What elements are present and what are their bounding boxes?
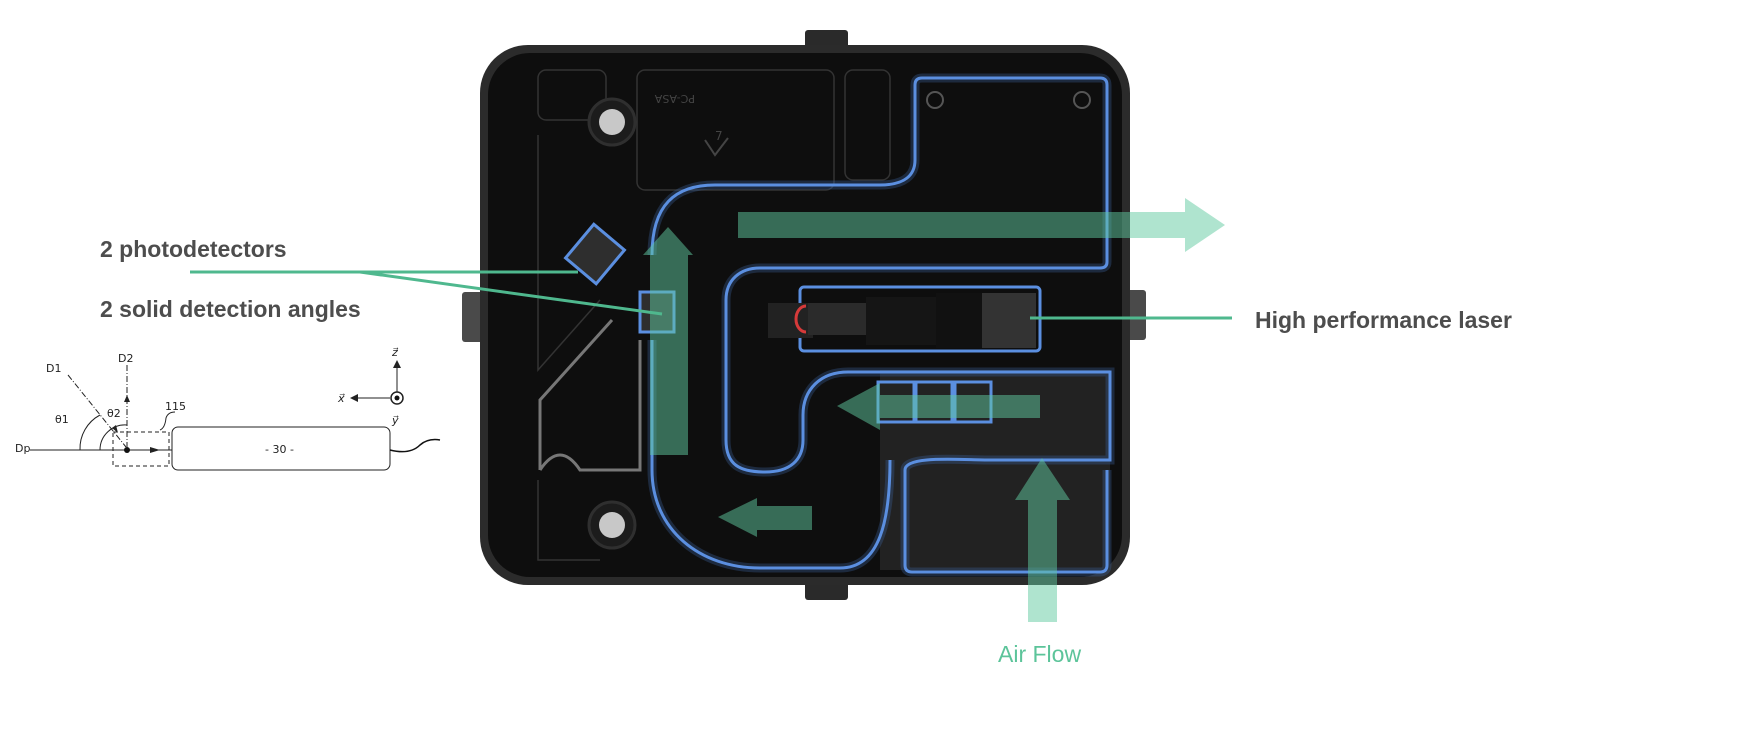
screw-hole [587, 500, 637, 550]
theta2-label: θ2 [107, 407, 121, 420]
arrow-left-icon [837, 383, 1040, 430]
dp-label: Dp [15, 442, 30, 455]
d1-label: D1 [46, 362, 61, 375]
arrow-left-icon [718, 498, 812, 537]
photodetectors-label: 2 photodetectors [100, 236, 287, 262]
screw-hole [587, 97, 637, 147]
recycle-code: 7 [715, 129, 723, 143]
arrow-right-icon [738, 198, 1225, 252]
theta1-label: θ1 [55, 413, 69, 426]
laser-label: High performance laser [1255, 307, 1512, 333]
detection-angles-label: 2 solid detection angles [100, 296, 361, 322]
detection-angle-schematic: D1 D2 θ1 θ2 115 Dp - 30 - z⃗ x⃗ y⃗ [15, 346, 441, 471]
leader-lines [190, 270, 1232, 320]
air-flow-label: Air Flow [998, 641, 1081, 667]
photodetector [563, 222, 627, 286]
axis-y-label: y⃗ [391, 414, 399, 427]
arrow-up-icon [1015, 458, 1070, 622]
arrow-up-icon [643, 227, 693, 455]
laser-module [768, 293, 1036, 348]
material-mark: PC-ASA [654, 92, 695, 105]
axis-x-label: x⃗ [337, 392, 345, 405]
airflow-arrows [643, 198, 1225, 622]
ref-label: 115 [165, 400, 186, 413]
d2-label: D2 [118, 352, 133, 365]
module-box-label: - 30 - [265, 443, 294, 456]
axis-z-label: z⃗ [391, 346, 399, 359]
laser-aperture-icon [794, 304, 807, 334]
recycle-icon [704, 137, 729, 157]
